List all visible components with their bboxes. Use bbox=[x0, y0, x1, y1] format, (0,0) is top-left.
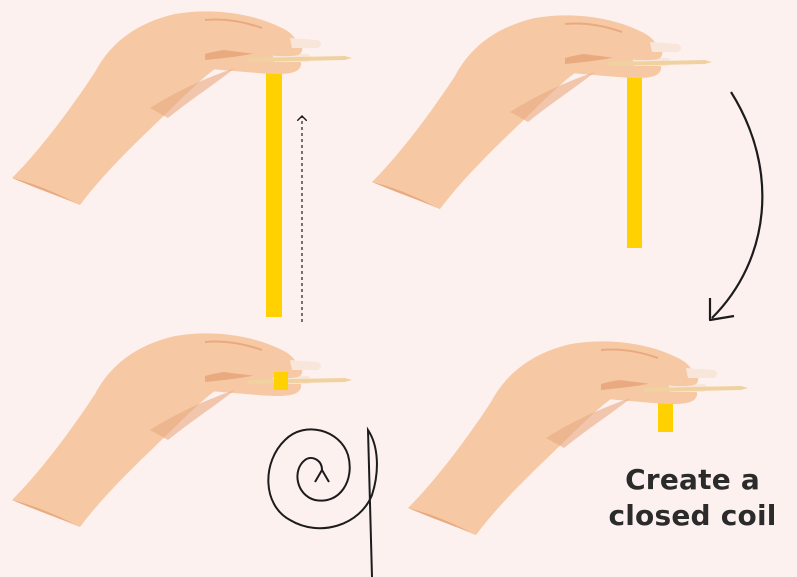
curved-arrow-icon bbox=[712, 92, 762, 318]
step-panel-1 bbox=[12, 11, 352, 322]
step-panel-3 bbox=[12, 333, 377, 577]
paper-strip bbox=[627, 48, 642, 248]
step-panel-2 bbox=[372, 15, 762, 320]
caption-line-2: closed coil bbox=[600, 498, 785, 534]
caption-line-1: Create a bbox=[600, 462, 785, 498]
hand-icon bbox=[372, 15, 712, 209]
step-caption: Create a closed coil bbox=[600, 462, 785, 534]
spiral-coil-icon bbox=[268, 429, 377, 577]
paper-strip bbox=[266, 32, 282, 317]
hand-icon bbox=[12, 11, 352, 205]
paper-strip bbox=[274, 372, 288, 390]
